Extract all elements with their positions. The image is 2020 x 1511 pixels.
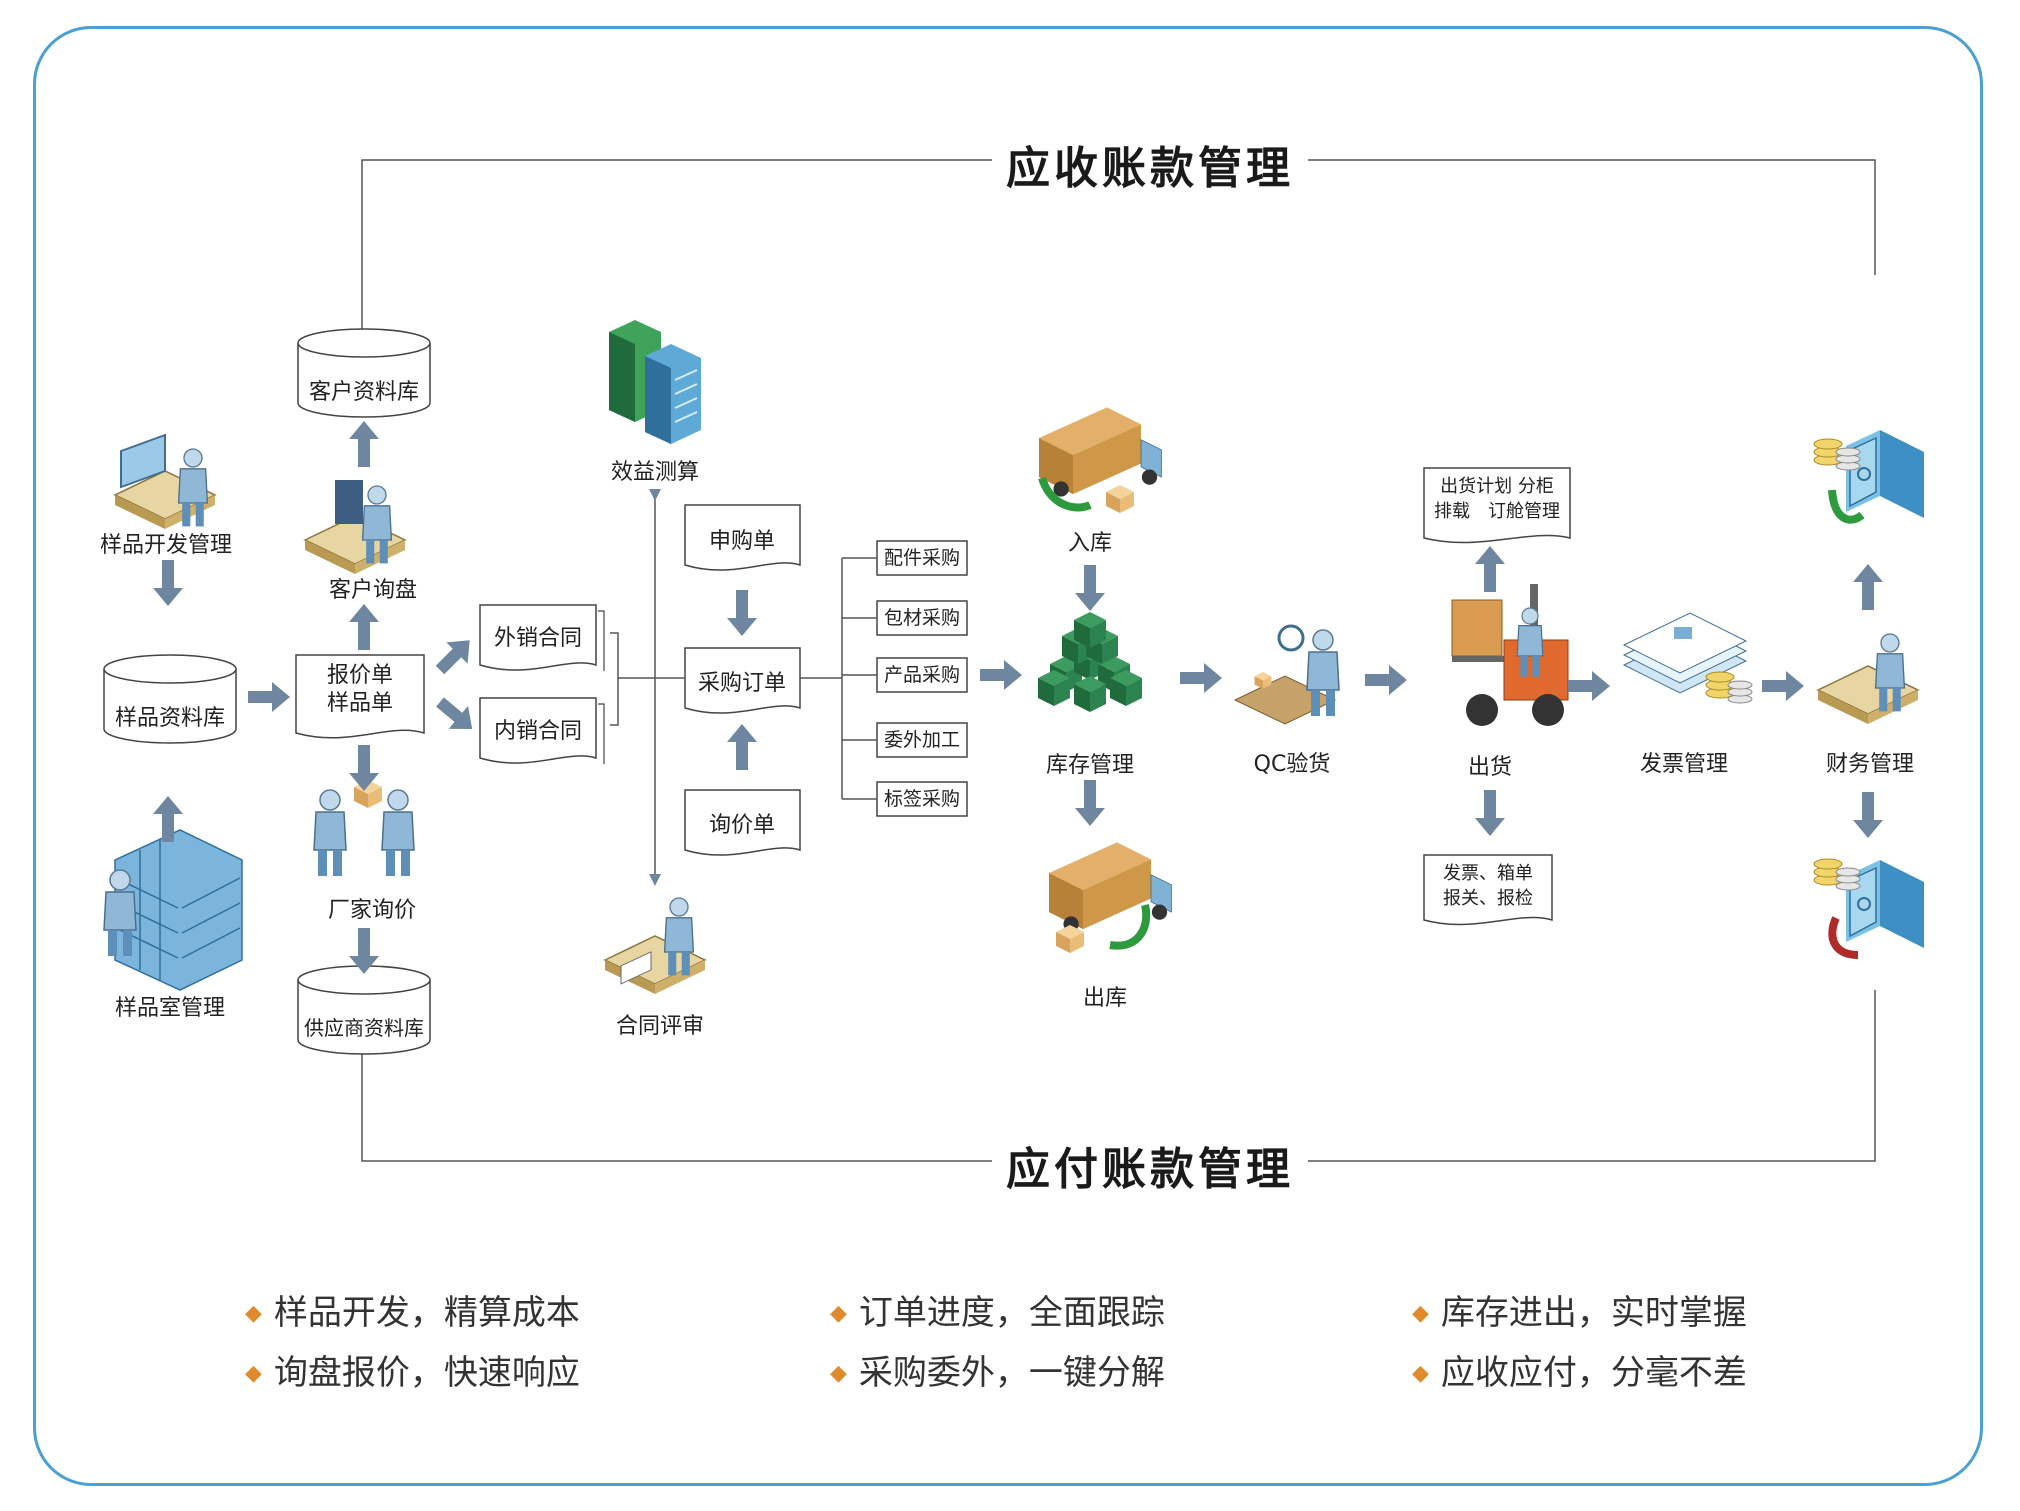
factory-inquiry-label: 厂家询价 xyxy=(327,898,417,923)
benefit-calc-label: 效益测算 xyxy=(610,460,700,485)
customer-db-label: 客户资料库 xyxy=(308,380,420,405)
stock-in-label: 入库 xyxy=(1067,531,1113,556)
customer-db-cylinder xyxy=(297,328,431,418)
stock-out-green-arrow xyxy=(1109,904,1151,950)
diamond-bullet-icon: ◆ xyxy=(1412,1301,1429,1326)
stock-in-truck-icon xyxy=(1038,406,1162,498)
purchase-order-doc xyxy=(684,647,801,714)
sample-dev-label: 样品开发管理 xyxy=(99,533,233,558)
receivable-green-arrow xyxy=(1828,489,1865,524)
payable-title: 应付账款管理 xyxy=(992,1133,1308,1197)
feature-text: 应收应付，分毫不差 xyxy=(1440,1353,1747,1393)
sample-room-label: 样品室管理 xyxy=(114,996,226,1021)
supplier-db-cylinder xyxy=(297,965,431,1055)
shipping-forklift-icon xyxy=(1451,584,1569,726)
customer-inquiry-label: 客户询盘 xyxy=(328,578,418,603)
contract-review-icon xyxy=(604,897,706,995)
sample-dev-icon xyxy=(114,433,216,530)
qc-icon xyxy=(1233,624,1340,725)
feature-text: 询盘报价，快速响应 xyxy=(273,1353,580,1393)
customer-inquiry-icon xyxy=(304,480,406,575)
supplier-db-label: 供应商资料库 xyxy=(304,1016,424,1040)
quote-line-1: 报价单 xyxy=(326,663,393,688)
ship-plan-doc xyxy=(1423,467,1571,544)
ship-docs-line-2: 报关、报检 xyxy=(1443,888,1533,909)
inventory-boxes-icon xyxy=(1038,612,1142,712)
feature-text: 样品开发，精算成本 xyxy=(273,1293,580,1333)
invoice-mgmt-label: 发票管理 xyxy=(1639,752,1729,777)
feature-item: ◆ 样品开发，精算成本 xyxy=(245,1285,580,1334)
purchase-type-5: 标签采购 xyxy=(883,788,960,810)
invoice-stack-icon xyxy=(1622,612,1753,704)
diamond-bullet-icon: ◆ xyxy=(830,1301,847,1326)
diamond-bullet-icon: ◆ xyxy=(245,1361,262,1386)
outer-frame xyxy=(33,26,1983,1486)
contract-connector xyxy=(610,632,685,726)
ship-docs-line-1: 发票、箱单 xyxy=(1443,863,1533,884)
receivable-title: 应收账款管理 xyxy=(992,132,1308,196)
payable-red-arrow xyxy=(1828,916,1859,959)
purchase-type-4: 委外加工 xyxy=(883,729,960,751)
shipping-label: 出货 xyxy=(1467,755,1513,780)
finance-mgmt-label: 财务管理 xyxy=(1825,752,1915,777)
sample-room-icon xyxy=(103,829,243,991)
export-contract-label: 外销合同 xyxy=(493,626,583,651)
inventory-label: 库存管理 xyxy=(1045,753,1135,778)
finance-desk-icon xyxy=(1817,633,1919,725)
benefit-calc-icon xyxy=(609,320,701,444)
qc-label: QC验货 xyxy=(1253,752,1331,777)
purchase-type-1: 配件采购 xyxy=(883,547,960,569)
inquiry-sheet-doc xyxy=(684,789,801,856)
diamond-bullet-icon: ◆ xyxy=(245,1301,262,1326)
purchase-type-connector xyxy=(800,557,877,800)
export-contract-doc xyxy=(479,604,597,671)
domestic-contract-label: 内销合同 xyxy=(493,719,583,744)
diamond-bullet-icon: ◆ xyxy=(830,1361,847,1386)
feature-text: 库存进出，实时掌握 xyxy=(1440,1293,1747,1333)
feature-item: ◆ 应收应付，分毫不差 xyxy=(1412,1345,1747,1394)
domestic-contract-doc xyxy=(479,697,597,764)
purchase-type-boxes xyxy=(876,540,968,817)
purchase-request-label: 申购单 xyxy=(708,529,776,554)
ship-plan-line-1: 出货计划 分柜 xyxy=(1440,476,1554,497)
feature-text: 订单进度，全面跟踪 xyxy=(858,1293,1165,1333)
purchase-type-2: 包材采购 xyxy=(883,607,960,629)
feature-item: ◆ 采购委外，一键分解 xyxy=(830,1345,1165,1394)
ship-docs-label: 发票、箱单 报关、报检 xyxy=(1424,861,1552,911)
feature-text: 采购委外，一键分解 xyxy=(858,1353,1165,1393)
stock-in-green-arrow xyxy=(1038,476,1092,512)
inquiry-sheet-label: 询价单 xyxy=(708,813,776,838)
sample-db-label: 样品资料库 xyxy=(114,706,226,731)
diamond-bullet-icon: ◆ xyxy=(1412,1361,1429,1386)
quote-doc xyxy=(295,654,425,739)
feature-item: ◆ 库存进出，实时掌握 xyxy=(1412,1285,1747,1334)
purchase-request-doc xyxy=(684,504,801,571)
factory-inquiry-icon xyxy=(313,780,415,877)
ship-docs-doc xyxy=(1423,854,1553,926)
purchase-type-3: 产品采购 xyxy=(883,664,960,686)
feature-item: ◆ 询盘报价，快速响应 xyxy=(245,1345,580,1394)
ship-plan-line-2: 排载 订舱管理 xyxy=(1434,501,1560,522)
sample-db-cylinder xyxy=(103,654,237,744)
stock-out-truck-icon xyxy=(1048,841,1172,933)
purchase-order-label: 采购订单 xyxy=(697,671,787,696)
stock-out-label: 出库 xyxy=(1082,986,1128,1011)
feature-item: ◆ 订单进度，全面跟踪 xyxy=(830,1285,1165,1334)
contract-review-label: 合同评审 xyxy=(615,1014,705,1039)
ship-plan-label: 出货计划 分柜 排载 订舱管理 xyxy=(1424,474,1570,524)
quote-label: 报价单 样品单 xyxy=(296,662,424,718)
quote-line-2: 样品单 xyxy=(326,691,393,716)
